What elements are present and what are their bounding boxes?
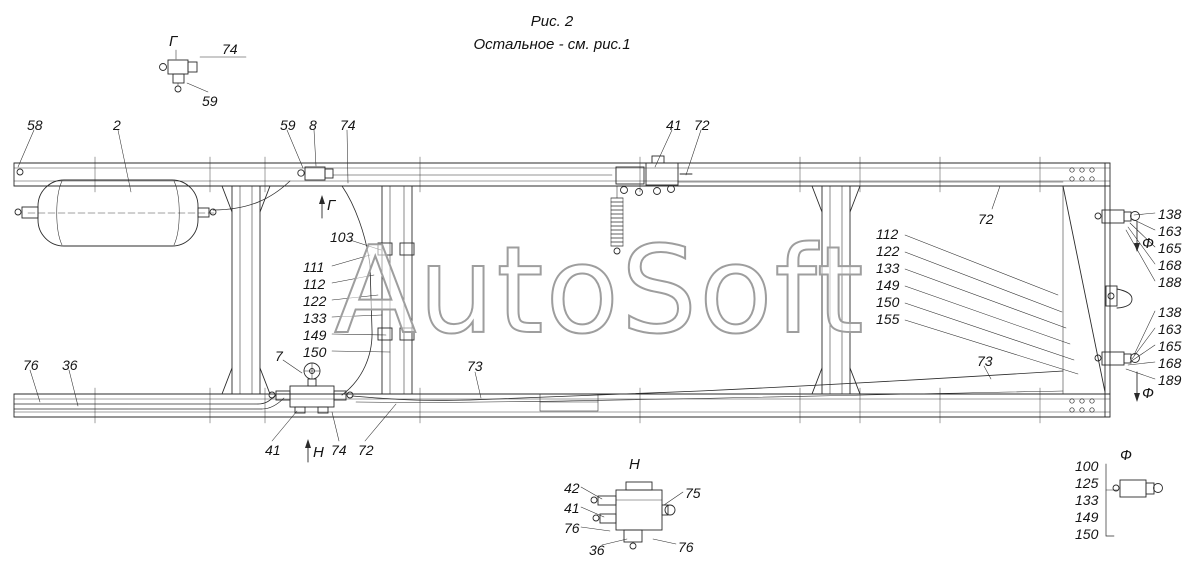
figure-title: Рис. 2 Остальное - см. рис.1: [473, 10, 630, 56]
valve-7: [268, 362, 354, 414]
detail-h-valve: [590, 481, 676, 550]
detail-f-valve: [1105, 463, 1163, 537]
figure-number: Рис. 2: [530, 13, 574, 30]
valve-8: [297, 166, 334, 181]
crossmember-2: [377, 185, 415, 395]
crossmember-1: [221, 185, 271, 395]
figure-note: Остальное - см. рис.1: [473, 36, 631, 53]
pipes: [13, 174, 1064, 412]
view-arrow-g: [319, 195, 325, 219]
detail-g-valve: [159, 49, 247, 93]
crossmember-3: [811, 185, 861, 395]
valve-right-bottom: [1094, 351, 1140, 366]
watermark-text: AutoSoft: [334, 222, 865, 361]
view-arrow-f-bottom: [1134, 371, 1140, 402]
view-arrow-f-top: [1134, 221, 1140, 252]
rear-bolts: [1069, 167, 1095, 413]
leader-lines: [17, 129, 1156, 546]
rear-crossmember: [1062, 185, 1106, 395]
valve-right-top: [1094, 209, 1140, 224]
brake-valve-assembly: [610, 155, 693, 255]
air-receiver: [14, 168, 217, 247]
rivet-ticks: [94, 156, 1041, 424]
view-arrow-h: [305, 439, 311, 463]
tow-hook: [1105, 285, 1133, 309]
